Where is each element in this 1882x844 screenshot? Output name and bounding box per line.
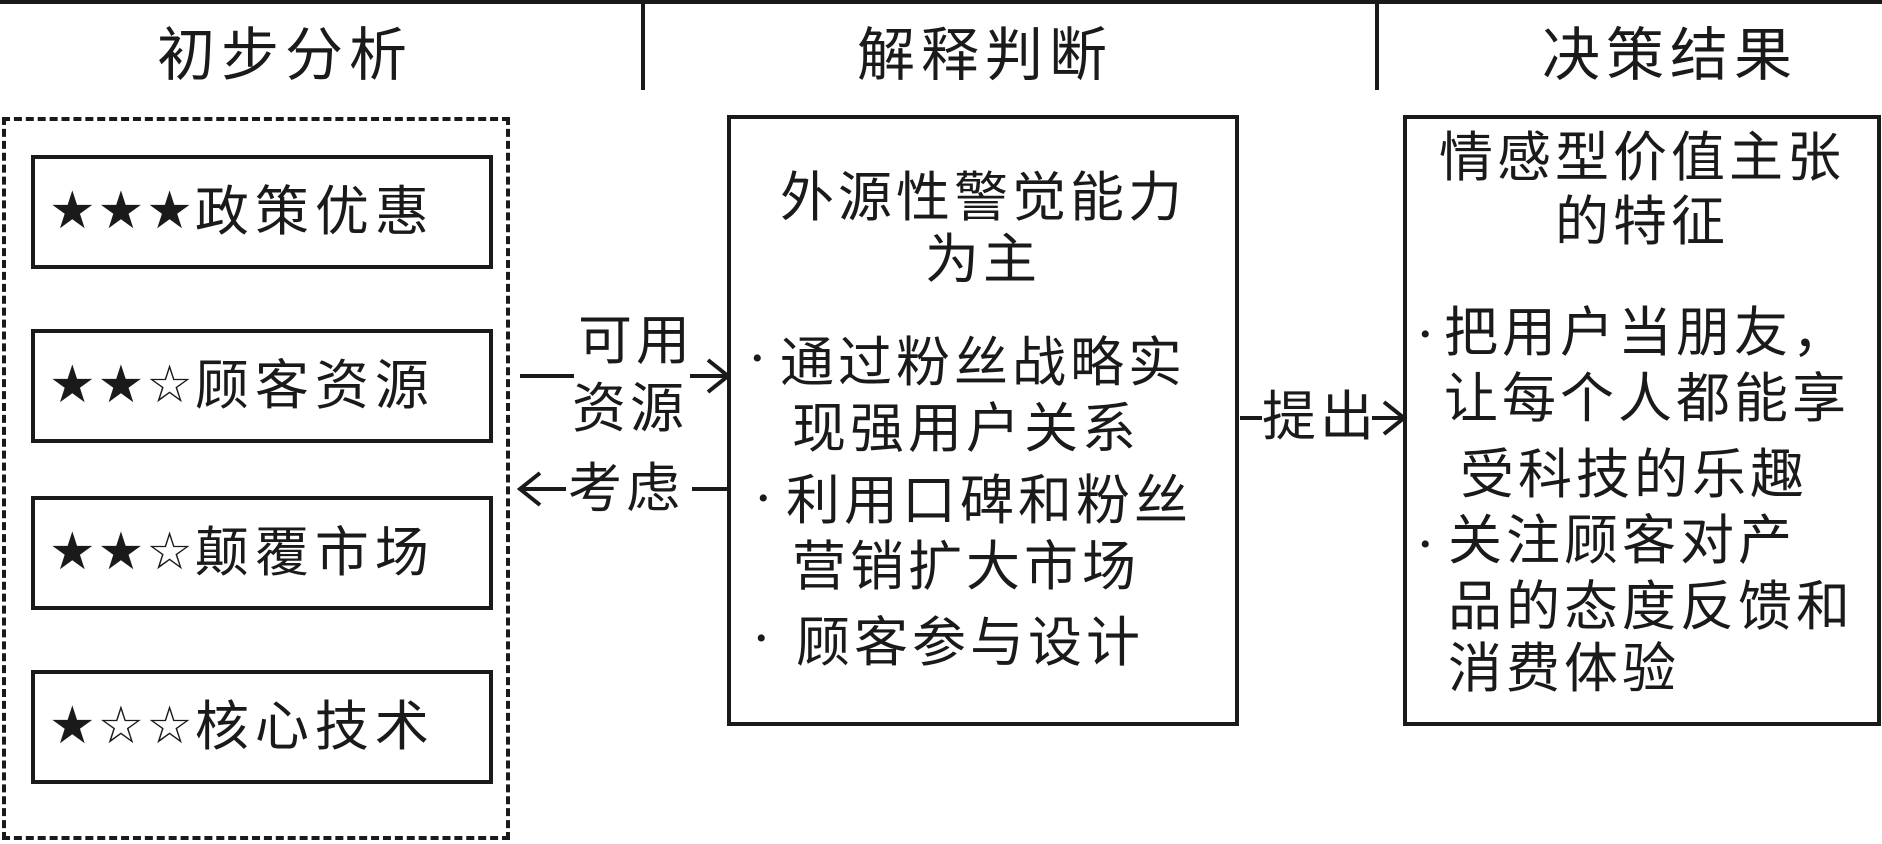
initial-analysis-group (2, 117, 510, 840)
judgment-bullet-3-line1: 顾客参与设计 (796, 613, 1144, 673)
decision-bullet-2-line3: 消费体验 (1448, 639, 1680, 699)
rating-item-customer-resources: ★★☆ 顾客资源 (31, 329, 493, 443)
bullet-dot: • (752, 342, 763, 375)
judgment-bullet-2-line1: 利用口碑和粉丝 (786, 471, 1192, 531)
star-rating: ★★☆ (49, 524, 195, 581)
rating-item-core-tech: ★☆☆ 核心技术 (31, 670, 493, 784)
bullet-dot: • (1420, 318, 1431, 351)
backward-arrow-head (516, 471, 542, 507)
rating-item-label: 核心技术 (194, 697, 435, 757)
rating-item-label: 政策优惠 (194, 182, 435, 242)
rating-item-label: 颠覆市场 (194, 523, 435, 583)
star-rating: ★★★ (49, 183, 195, 240)
judgment-box (727, 115, 1239, 726)
judgment-title-line2: 为主 (925, 230, 1041, 290)
bullet-dot: • (758, 482, 769, 515)
header-interpretation: 解释判断 (856, 23, 1113, 88)
decision-bullet-1-line3: 受科技的乐趣 (1460, 445, 1808, 505)
rating-item-disrupt-market: ★★☆ 颠覆市场 (31, 496, 493, 610)
decision-bullet-1-line2: 让每个人都能享 (1444, 369, 1850, 429)
header-decision-result: 决策结果 (1541, 23, 1798, 88)
decision-bullet-2-line1: 关注顾客对产 (1448, 511, 1796, 571)
propose-arrow-label: 提出 (1262, 387, 1378, 447)
forward-arrow-label-line2: 资源 (572, 379, 688, 439)
header-divider-1 (641, 0, 645, 90)
decision-bullet-1-line1: 把用户当朋友， (1444, 303, 1850, 363)
backward-arrow-label: 考虑 (568, 459, 684, 519)
decision-title-line2: 的特征 (1555, 192, 1729, 252)
rating-item-label: 顾客资源 (194, 356, 435, 416)
decision-title-line1: 情感型价值主张 (1439, 128, 1845, 188)
judgment-bullet-2-line2: 营销扩大市场 (792, 537, 1140, 597)
judgment-bullet-1-line2: 现强用户关系 (792, 399, 1140, 459)
bullet-dot: • (756, 622, 767, 655)
decision-box (1403, 115, 1881, 726)
forward-arrow-label-line1: 可用 (578, 311, 694, 371)
star-rating: ★★☆ (49, 357, 195, 414)
header-divider-2 (1375, 0, 1379, 90)
star-rating: ★☆☆ (49, 698, 195, 755)
bullet-dot: • (1420, 528, 1431, 561)
decision-bullet-2-line2: 品的态度反馈和 (1448, 577, 1854, 637)
rating-item-policy: ★★★ 政策优惠 (31, 155, 493, 269)
header-top-rule (0, 0, 1882, 4)
judgment-title-line1: 外源性警觉能力 (780, 168, 1186, 228)
judgment-bullet-1-line1: 通过粉丝战略实 (780, 333, 1186, 393)
header-initial-analysis: 初步分析 (156, 23, 413, 88)
